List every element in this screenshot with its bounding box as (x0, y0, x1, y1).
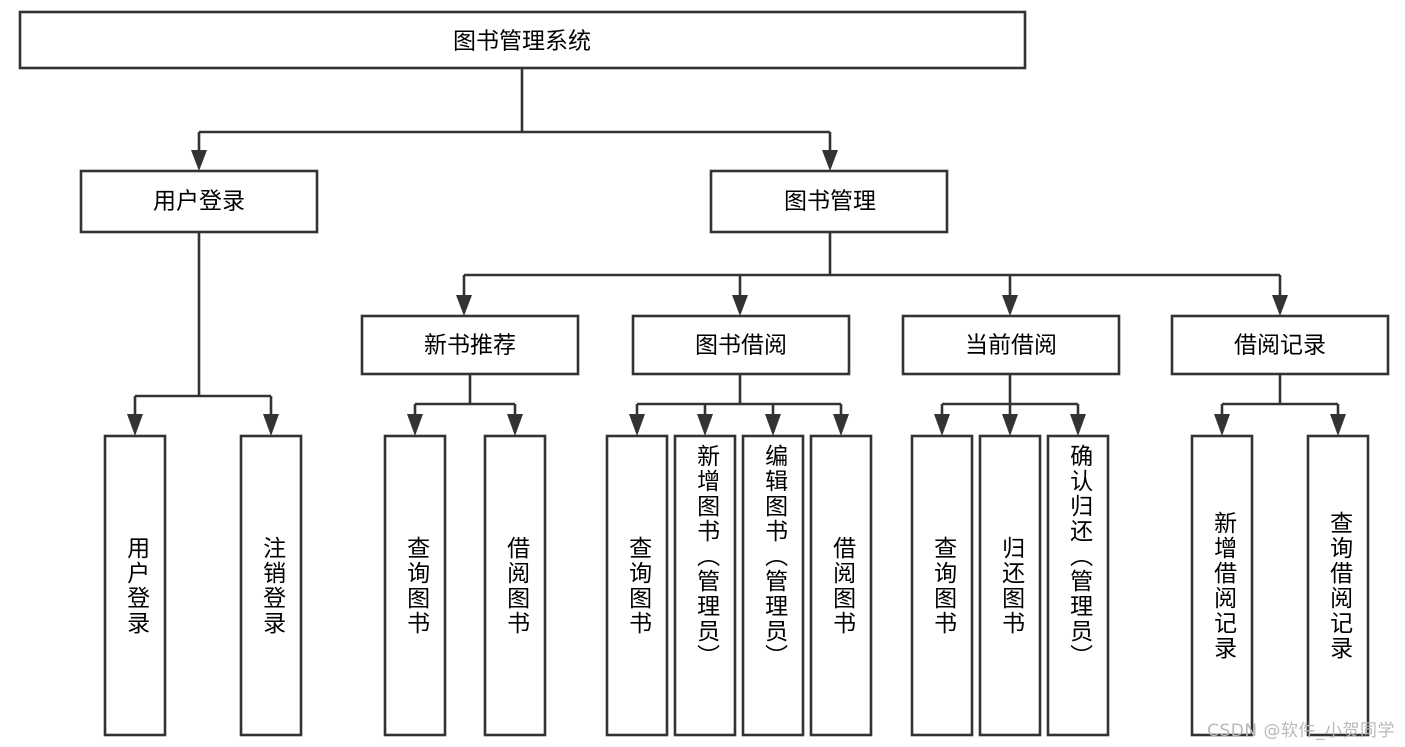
arrow-borrowrecord-leaf2-icon (1330, 414, 1346, 436)
connector-group-borrowrecord-to-leaves (1214, 374, 1346, 436)
arrow-to-book-management-icon (822, 150, 838, 171)
node-borrow-record-label: 借阅记录 (1234, 333, 1326, 359)
leaf-boxes-user-login (103, 434, 303, 737)
node-root-box[interactable] (18, 10, 1027, 70)
node-book-management[interactable]: 图书管理 (709, 169, 949, 234)
leaf-box-query-book-3[interactable] (910, 434, 974, 737)
node-book-borrow[interactable]: 图书借阅 (631, 314, 851, 376)
arrow-to-current-borrow-icon (1002, 295, 1018, 316)
arrow-to-new-book-recommend-icon (456, 295, 472, 316)
connector-group-newbook-to-leaves (407, 374, 523, 436)
node-user-login-label: 用户登录 (153, 189, 245, 215)
node-user-login-box[interactable] (79, 169, 319, 234)
node-root-label: 图书管理系统 (453, 29, 591, 55)
leaf-boxes-book-borrow (605, 434, 873, 737)
node-borrow-record-box[interactable] (1170, 314, 1390, 376)
arrow-currentborrow-leaf1-icon (934, 414, 950, 436)
arrow-userlogin-leaf2-icon (263, 414, 279, 436)
arrow-borrowrecord-leaf1-icon (1214, 414, 1230, 436)
leaf-box-user-login[interactable] (103, 434, 167, 737)
leaf-box-query-book-2[interactable] (605, 434, 669, 737)
leaf-box-logout-login[interactable] (239, 434, 303, 737)
leaf-box-add-record[interactable] (1190, 434, 1254, 737)
csdn-watermark: CSDN @软件_小贺同学 (1207, 721, 1395, 741)
node-current-borrow-label: 当前借阅 (965, 333, 1057, 359)
arrow-bookborrow-leaf4-icon (833, 414, 849, 436)
node-book-management-box[interactable] (709, 169, 949, 234)
arrow-userlogin-leaf1-icon (127, 414, 143, 436)
node-new-book-recommend[interactable]: 新书推荐 (360, 314, 580, 376)
connector-group-root-to-level2 (191, 68, 838, 171)
arrow-bookborrow-leaf2-icon (697, 414, 713, 436)
leaf-box-return-book[interactable] (978, 434, 1042, 737)
node-new-book-recommend-label: 新书推荐 (424, 333, 516, 359)
leaf-box-confirm-return[interactable] (1046, 434, 1110, 737)
arrow-to-user-login-icon (191, 150, 207, 171)
arrow-newbook-leaf2-icon (507, 414, 523, 436)
arrow-currentborrow-leaf3-icon (1070, 414, 1086, 436)
leaf-box-edit-book[interactable] (741, 434, 805, 737)
arrow-currentborrow-leaf2-icon (1002, 414, 1018, 436)
leaf-boxes-new-book-recommend (383, 434, 547, 737)
connector-group-currentborrow-to-leaves (934, 374, 1086, 436)
arrow-bookborrow-leaf3-icon (765, 414, 781, 436)
node-borrow-record[interactable]: 借阅记录 (1170, 314, 1390, 376)
node-user-login[interactable]: 用户登录 (79, 169, 319, 234)
node-new-book-recommend-box[interactable] (360, 314, 580, 376)
arrow-to-borrow-record-icon (1272, 295, 1288, 316)
connector-group-userlogin-to-leaves (127, 232, 279, 436)
node-root[interactable]: 图书管理系统 (18, 10, 1027, 70)
node-current-borrow[interactable]: 当前借阅 (901, 314, 1121, 376)
leaf-box-borrow-book-1[interactable] (483, 434, 547, 737)
node-current-borrow-box[interactable] (901, 314, 1121, 376)
leaf-box-add-book[interactable] (673, 434, 737, 737)
connector-group-bookmgmt-to-level3 (456, 232, 1288, 316)
leaf-box-borrow-book-2[interactable] (809, 434, 873, 737)
leaf-boxes-borrow-record (1190, 434, 1370, 737)
arrow-newbook-leaf1-icon (407, 414, 423, 436)
node-book-borrow-label: 图书借阅 (695, 333, 787, 359)
node-book-borrow-box[interactable] (631, 314, 851, 376)
leaf-boxes-current-borrow (910, 434, 1110, 737)
node-book-management-label: 图书管理 (784, 189, 876, 215)
arrow-to-book-borrow-icon (732, 295, 748, 316)
connector-group-bookborrow-to-leaves (629, 374, 849, 436)
arrow-bookborrow-leaf1-icon (629, 414, 645, 436)
leaf-box-query-book-1[interactable] (383, 434, 447, 737)
leaf-box-query-record[interactable] (1306, 434, 1370, 737)
